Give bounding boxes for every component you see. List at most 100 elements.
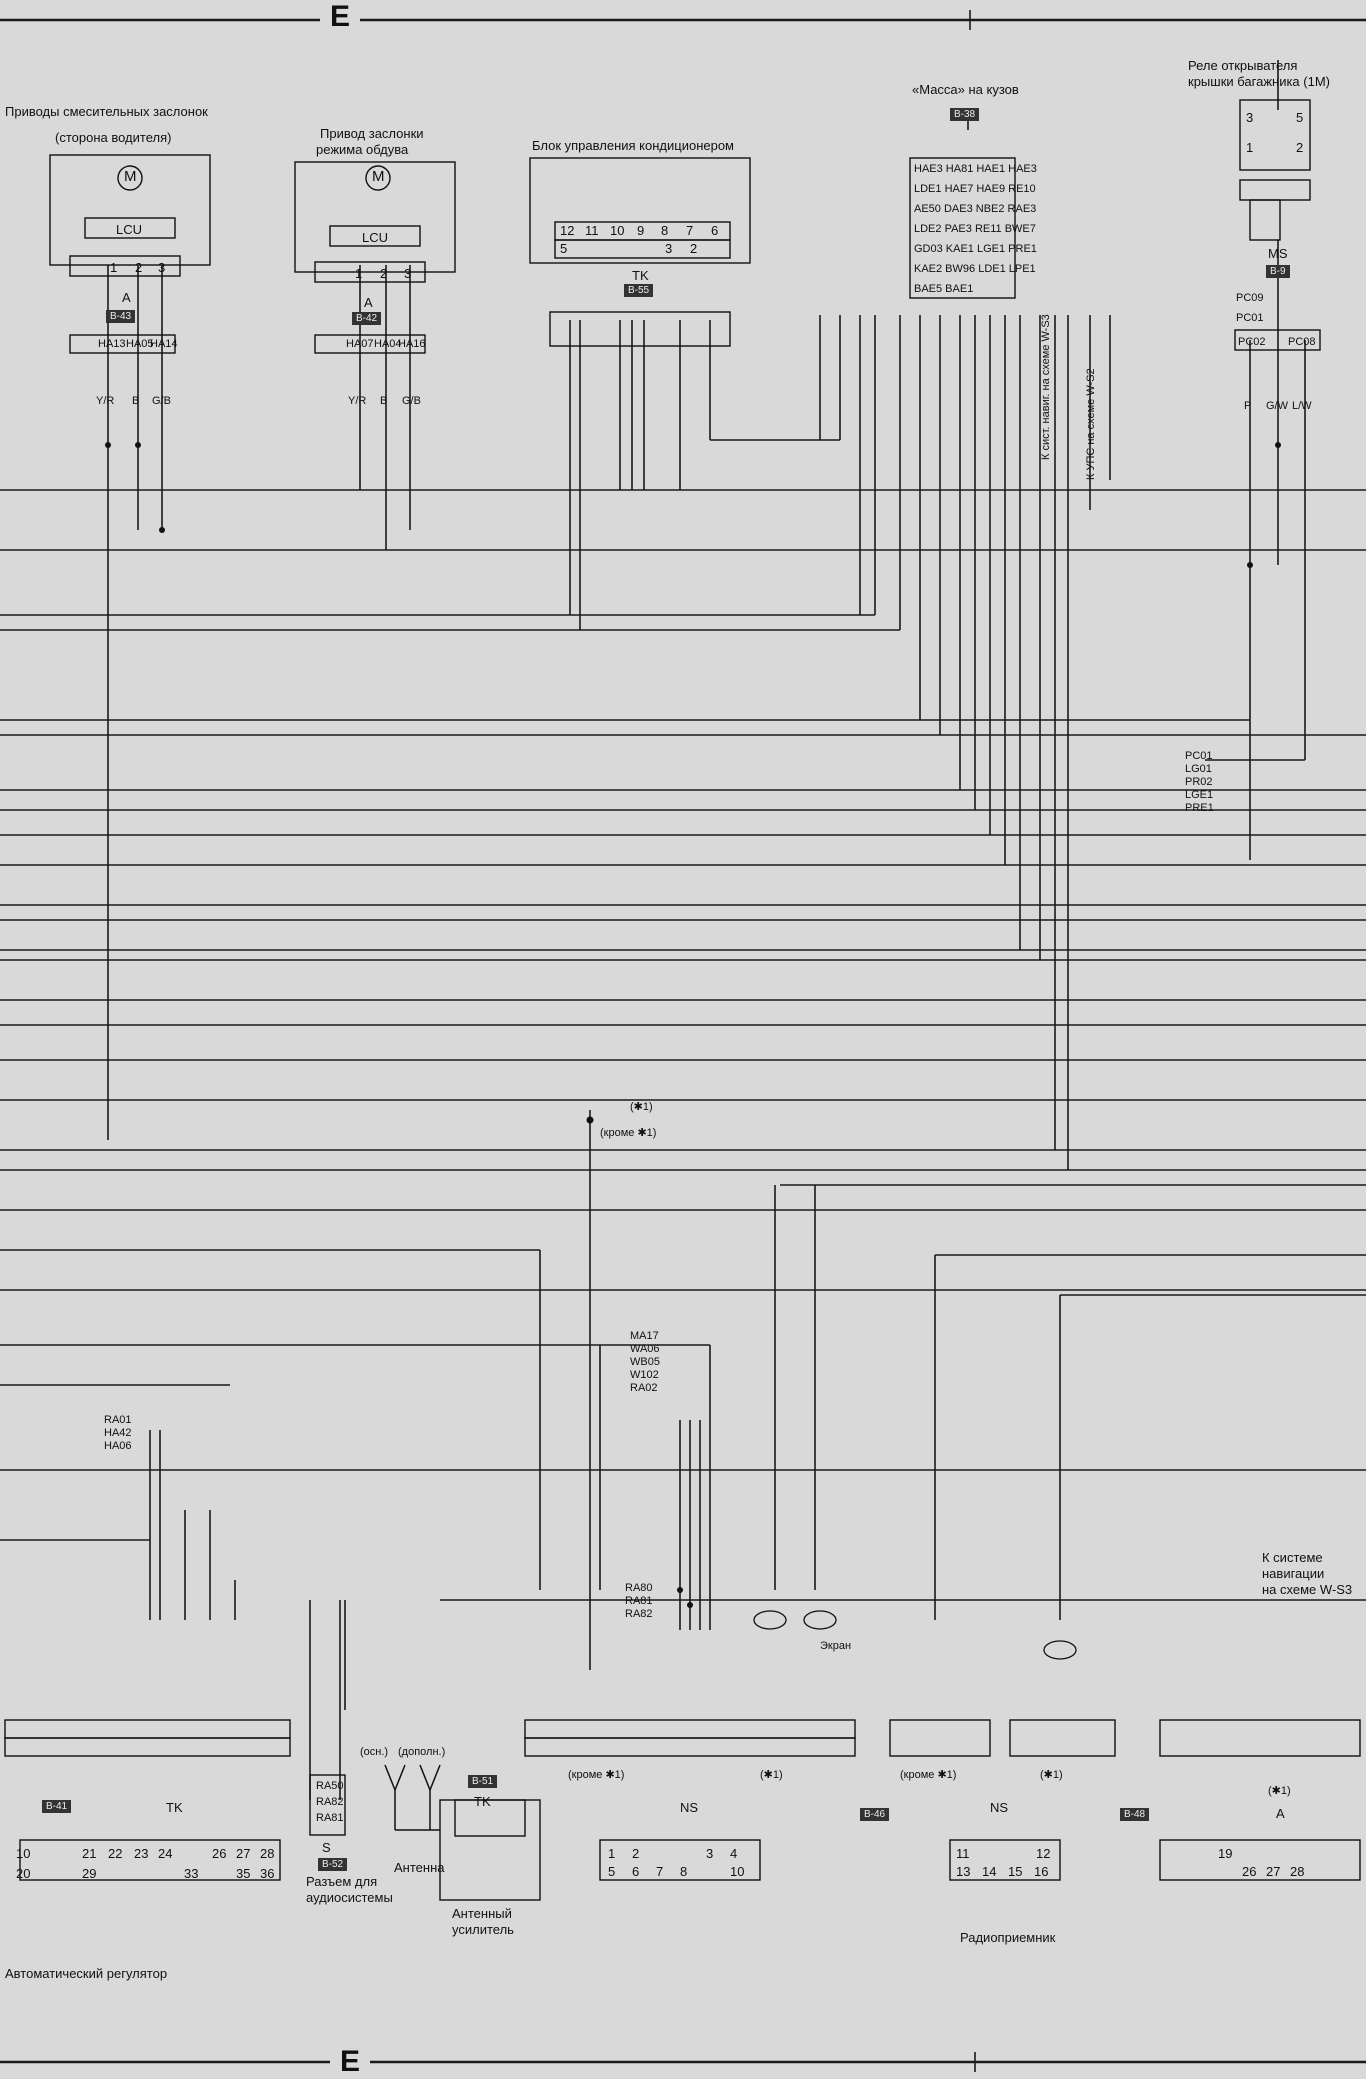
lcu-label: LCU	[116, 222, 143, 237]
pin: 19	[1218, 1846, 1233, 1861]
connector-tag: B-41	[42, 1800, 72, 1813]
pin: 3	[404, 266, 412, 281]
nav-ref-text: на схеме W-S3	[1262, 1582, 1353, 1597]
amp-title: усилитель	[452, 1922, 514, 1937]
connector-tag: B-51	[468, 1775, 498, 1788]
ground-ref: К УПС на схеме W-S2	[1085, 368, 1097, 480]
pin: 23	[134, 1846, 149, 1861]
junction-label: RA80	[625, 1582, 653, 1594]
junction-label: PR02	[1185, 776, 1213, 788]
pin: 29	[82, 1866, 97, 1881]
pin: 7	[686, 223, 694, 238]
antenna-aux: (дополн.)	[398, 1746, 446, 1758]
blend-actuators-title: Приводы смесительных заслонок	[5, 104, 208, 119]
relay-title: Реле открывателя	[1188, 58, 1298, 73]
ground-row: HAE3 HA81 HAE1 HAE3	[914, 163, 1037, 175]
variant-label: A	[122, 290, 131, 305]
except-note: (кроме ✱1)	[568, 1769, 625, 1781]
tk-label: TK	[474, 1794, 491, 1809]
junction-label: WB05	[630, 1356, 660, 1368]
ms-label: MS	[1268, 246, 1288, 261]
pin: 3	[665, 241, 673, 256]
lcu-label: LCU	[362, 230, 389, 245]
pin: 1	[110, 260, 118, 275]
pin: 21	[82, 1846, 97, 1861]
junction-label: LGE1	[1185, 789, 1214, 801]
junction-label: RA82	[625, 1608, 653, 1620]
junction-label: RA01	[104, 1414, 132, 1426]
pin: 3	[1246, 110, 1254, 125]
connector-tag: B-9	[1266, 265, 1290, 278]
pin: 5	[608, 1864, 616, 1879]
wire-color: G/B	[402, 395, 421, 407]
junction-label: WA06	[630, 1343, 660, 1355]
pin: 10	[730, 1864, 745, 1879]
ground-row: GD03 KAE1 LGE1 PRE1	[914, 243, 1037, 255]
mode-actuator-title: режима обдува	[316, 142, 409, 157]
junction-label: HA42	[104, 1427, 132, 1439]
terminal: PC02	[1238, 336, 1266, 348]
pin: 11	[956, 1846, 970, 1861]
pin: 26	[1242, 1864, 1257, 1879]
pin: 3	[706, 1846, 714, 1861]
auto-regulator-title: Автоматический регулятор	[5, 1966, 168, 1981]
pin: 14	[982, 1864, 997, 1879]
pin: 27	[236, 1846, 251, 1861]
edge-label-top: E	[330, 0, 351, 33]
ground-title: «Масса» на кузов	[912, 82, 1019, 97]
pin: 8	[661, 223, 669, 238]
nav-note: (✱1)	[1268, 1785, 1291, 1797]
ground-row: BAE5 BAE1	[914, 283, 974, 295]
ac-control-title: Блок управления кондиционером	[532, 138, 734, 153]
pin: 6	[711, 223, 719, 238]
terminal: RA81	[316, 1812, 344, 1824]
antenna-main: (осн.)	[360, 1746, 389, 1758]
wire-color: B	[380, 395, 388, 407]
shield-label: Экран	[820, 1640, 852, 1652]
nav-ref-text: навигации	[1262, 1566, 1325, 1581]
motor-icon: M	[372, 168, 385, 185]
audio-title: аудиосистемы	[306, 1890, 393, 1905]
pin: 2	[135, 260, 143, 275]
wire-color: Y/R	[96, 395, 115, 407]
ns-label: NS	[680, 1800, 699, 1815]
junction-label: LG01	[1185, 763, 1212, 775]
pin: 33	[184, 1866, 199, 1881]
terminal: RA50	[316, 1780, 344, 1792]
connector-tag: B-38	[950, 108, 980, 121]
junction-label: MA17	[630, 1330, 659, 1342]
motor-icon: M	[124, 168, 137, 185]
amp-title: Антенный	[452, 1906, 512, 1921]
wire-color: B	[132, 395, 140, 407]
wire-color: P	[1244, 400, 1252, 412]
junction-label: PRE1	[1185, 802, 1214, 814]
pin: 26	[212, 1846, 227, 1861]
wire-color: L/W	[1292, 400, 1312, 412]
pin: 4	[730, 1846, 738, 1861]
pin: 20	[16, 1866, 31, 1881]
terminal: HA14	[150, 338, 178, 350]
pin: 10	[610, 223, 625, 238]
connector-tag: B-55	[624, 284, 654, 297]
pin: 22	[108, 1846, 123, 1861]
junction-label: RA81	[625, 1595, 653, 1607]
pin: 6	[632, 1864, 640, 1879]
split-note: (✱1)	[630, 1101, 653, 1113]
ground-row: KAE2 BW96 LDE1 LPE1	[914, 263, 1036, 275]
connector-tag: B-46	[860, 1808, 890, 1821]
pin: 27	[1266, 1864, 1281, 1879]
variant-label: A	[364, 295, 373, 310]
connector-tag: B-52	[318, 1858, 348, 1871]
pin: 28	[260, 1846, 275, 1861]
pin: 3	[158, 260, 166, 275]
terminal: HA07	[346, 338, 374, 350]
pin: 13	[956, 1864, 971, 1879]
terminal: HA16	[398, 338, 426, 350]
pin: 12	[1036, 1846, 1051, 1861]
antenna-title: Антенна	[394, 1860, 445, 1875]
pin: 1	[1246, 140, 1254, 155]
radio-note: (✱1)	[760, 1769, 783, 1781]
wire-color: Y/R	[348, 395, 367, 407]
